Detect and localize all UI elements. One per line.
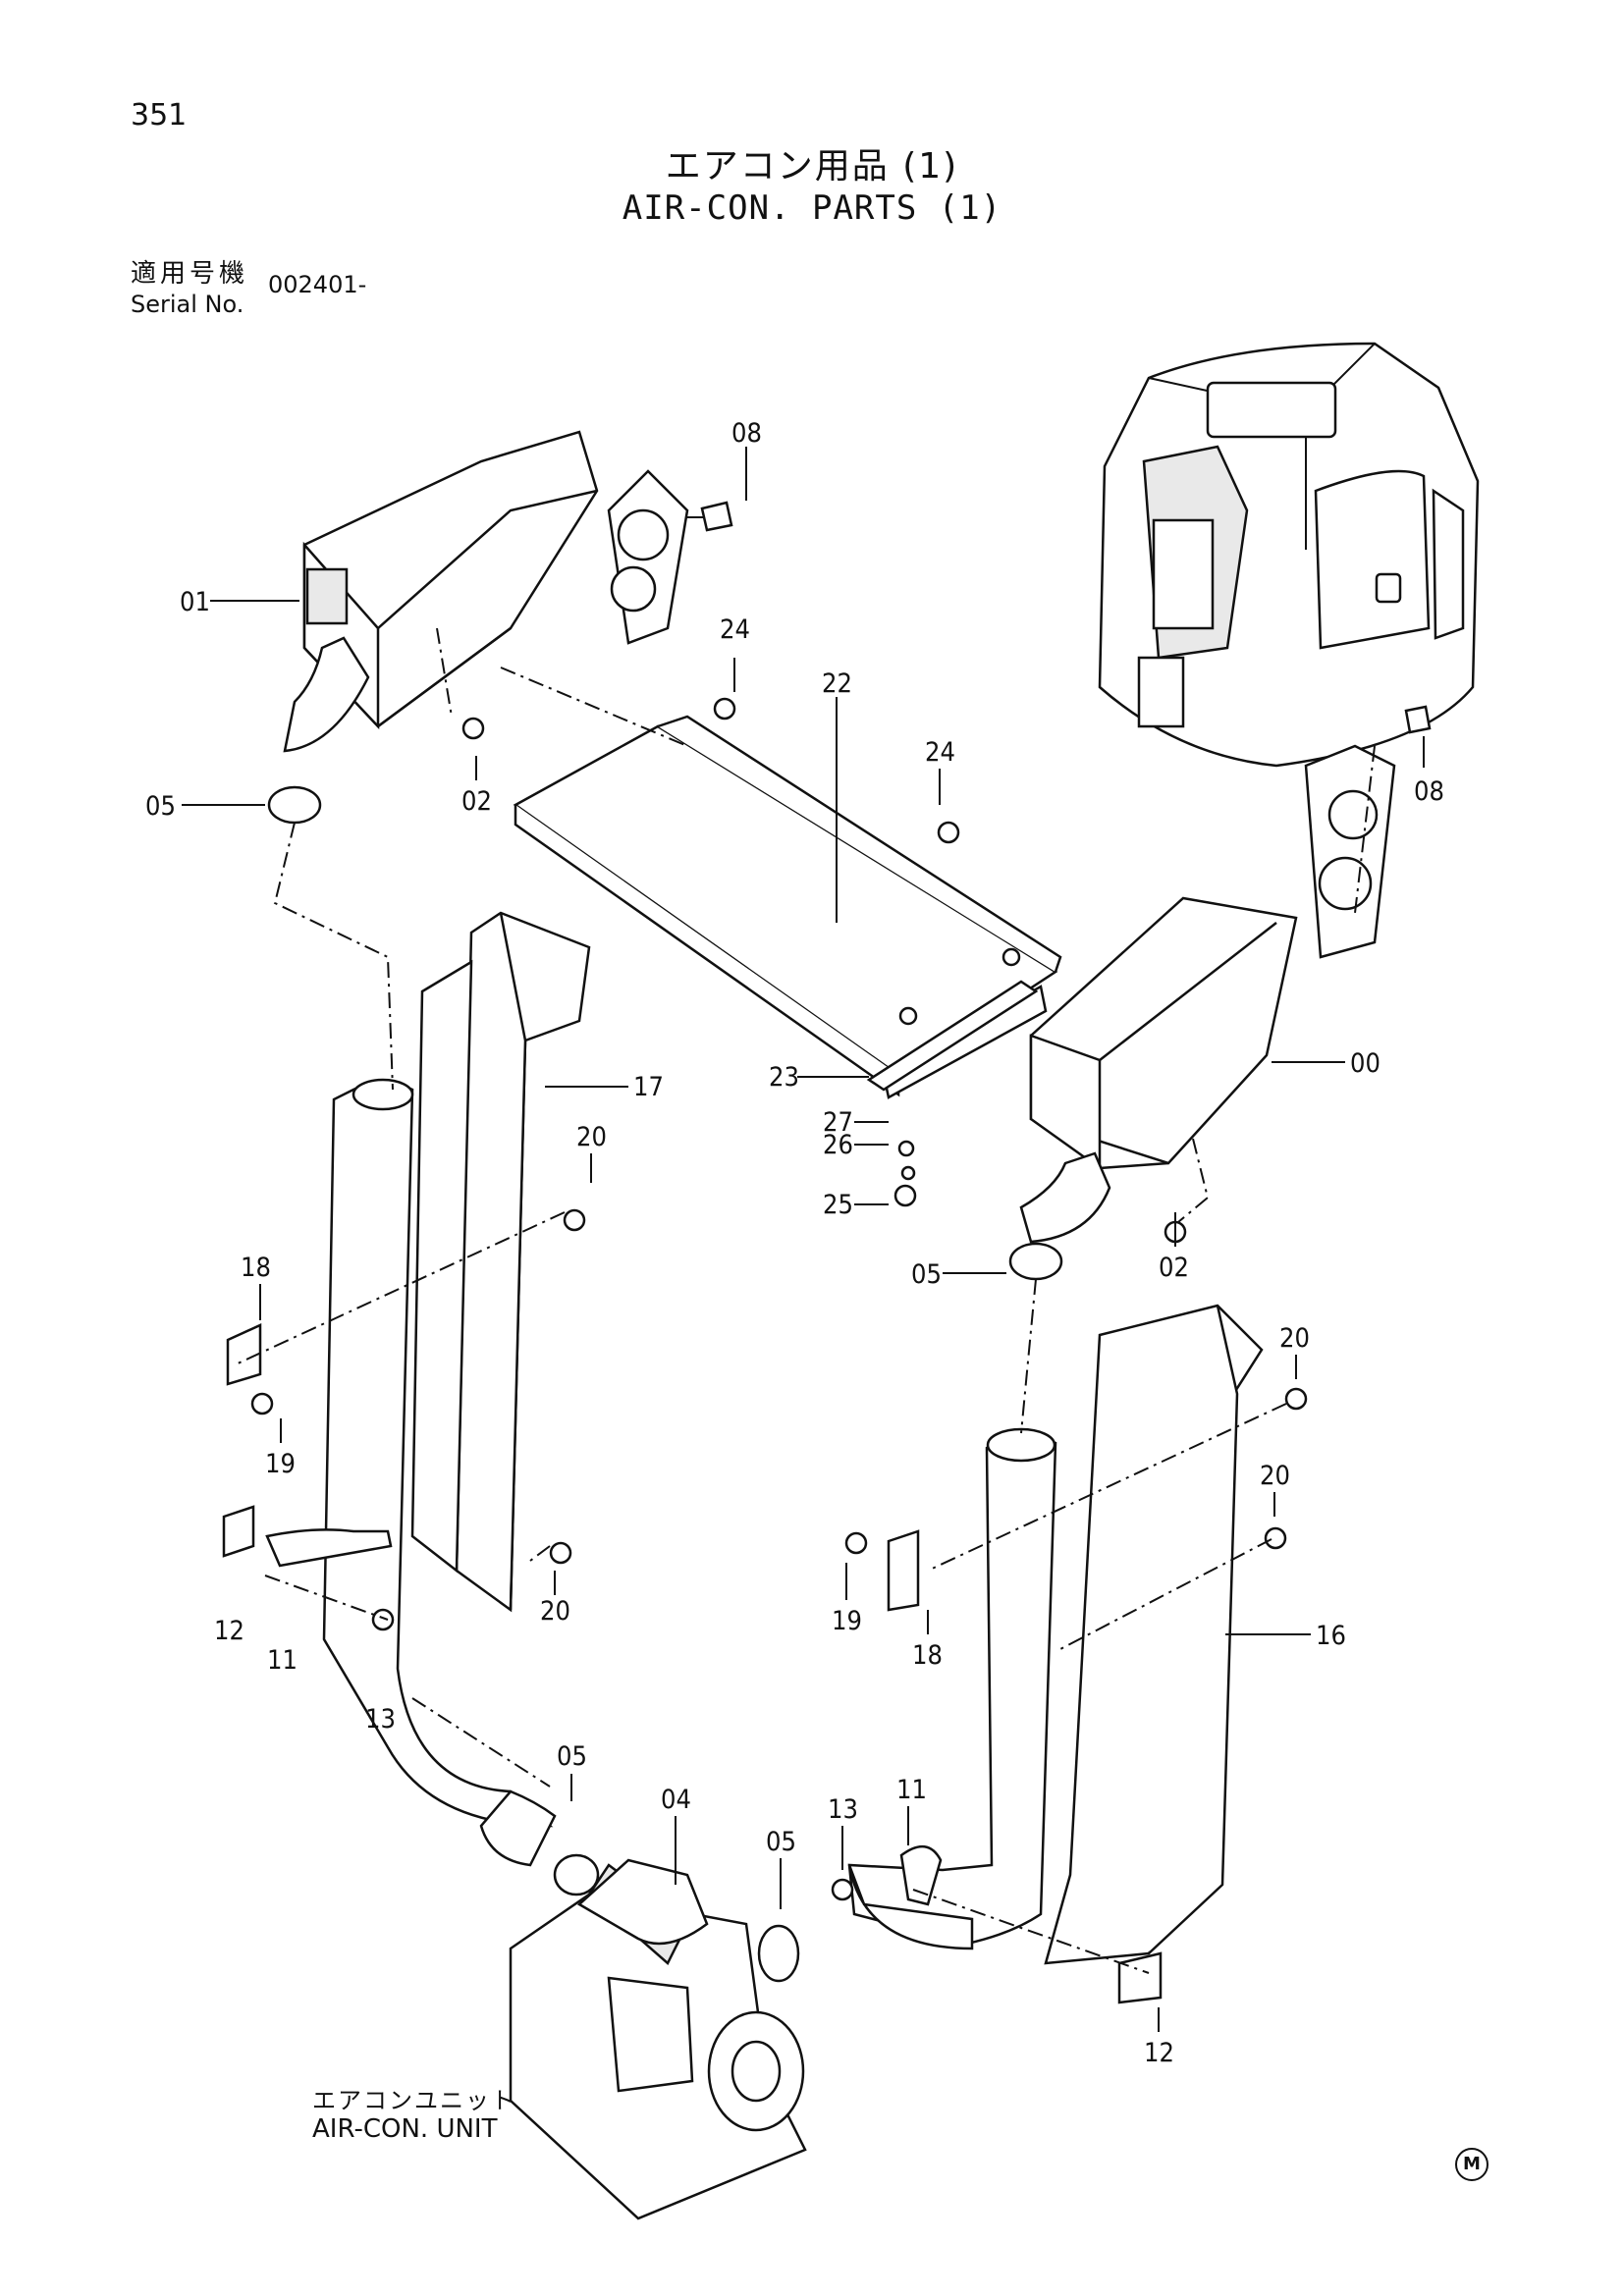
callout-11: 11 [267, 1645, 298, 1676]
right-pipe [847, 1427, 1057, 1950]
callout-02-b: 02 [1159, 1253, 1189, 1283]
serial-value: 002401- [268, 271, 367, 298]
callout-01: 01 [180, 587, 210, 617]
callout-16: 16 [1316, 1621, 1346, 1651]
leader-lines [182, 447, 1425, 2032]
callout-08-b: 08 [1414, 776, 1444, 807]
air-con-unit [509, 1858, 807, 2220]
callout-02: 02 [461, 786, 492, 817]
serial-label-en: Serial No. [131, 291, 244, 318]
callout-20-c: 20 [1279, 1323, 1310, 1354]
callout-22: 22 [822, 668, 852, 699]
callout-20-d: 20 [1260, 1461, 1290, 1491]
right-duct [1019, 896, 1298, 1244]
page-title-en: AIR-CON. PARTS (1) [622, 188, 1002, 228]
cab-drawing [1098, 342, 1480, 768]
callout-13: 13 [365, 1704, 396, 1735]
unit-caption-jp: エアコンユニット [312, 2087, 516, 2114]
callout-19-b: 19 [832, 1606, 862, 1636]
callout-12-b: 12 [1144, 2038, 1174, 2068]
assembly-lines [235, 627, 1376, 1974]
tray [513, 715, 1062, 1099]
callout-24: 24 [720, 614, 750, 645]
callout-18-b: 18 [912, 1640, 943, 1671]
callout-08: 08 [731, 418, 762, 449]
manufacturer-mark: M [1455, 2148, 1489, 2181]
callout-12: 12 [214, 1616, 244, 1646]
left-cover [410, 911, 591, 1613]
callout-05: 05 [145, 791, 176, 822]
small-parts [222, 697, 1308, 2004]
left-duct [283, 430, 599, 753]
callout-24-b: 24 [925, 737, 955, 768]
left-plate [607, 469, 733, 645]
callout-05-b: 05 [911, 1259, 942, 1290]
callout-20-b: 20 [540, 1596, 570, 1627]
callout-04: 04 [661, 1785, 691, 1815]
right-plate [1304, 705, 1432, 959]
callout-05-d: 05 [766, 1827, 796, 1857]
left-pipe [322, 1078, 557, 1867]
callout-labels: 01 08 24 22 05 02 24 08 17 00 23 27 26 2… [145, 418, 1444, 2068]
unit-caption-en: AIR-CON. UNIT [312, 2114, 498, 2144]
page-number: 351 [131, 98, 188, 133]
callout-26: 26 [823, 1130, 853, 1160]
page-title-jp: エアコン用品 (1) [665, 146, 959, 187]
callout-13-b: 13 [828, 1794, 858, 1825]
callout-19: 19 [265, 1449, 296, 1479]
callout-20: 20 [576, 1122, 607, 1152]
callout-00: 00 [1350, 1048, 1380, 1079]
right-cover [1044, 1304, 1264, 1965]
callout-18: 18 [241, 1253, 271, 1283]
callout-05-c: 05 [557, 1741, 587, 1772]
callout-25: 25 [823, 1190, 853, 1220]
callout-17: 17 [633, 1072, 664, 1102]
callout-23: 23 [769, 1062, 799, 1093]
serial-label-jp: 適用号機 [131, 259, 249, 289]
callout-27: 27 [823, 1107, 853, 1138]
callout-11-b: 11 [896, 1775, 927, 1805]
